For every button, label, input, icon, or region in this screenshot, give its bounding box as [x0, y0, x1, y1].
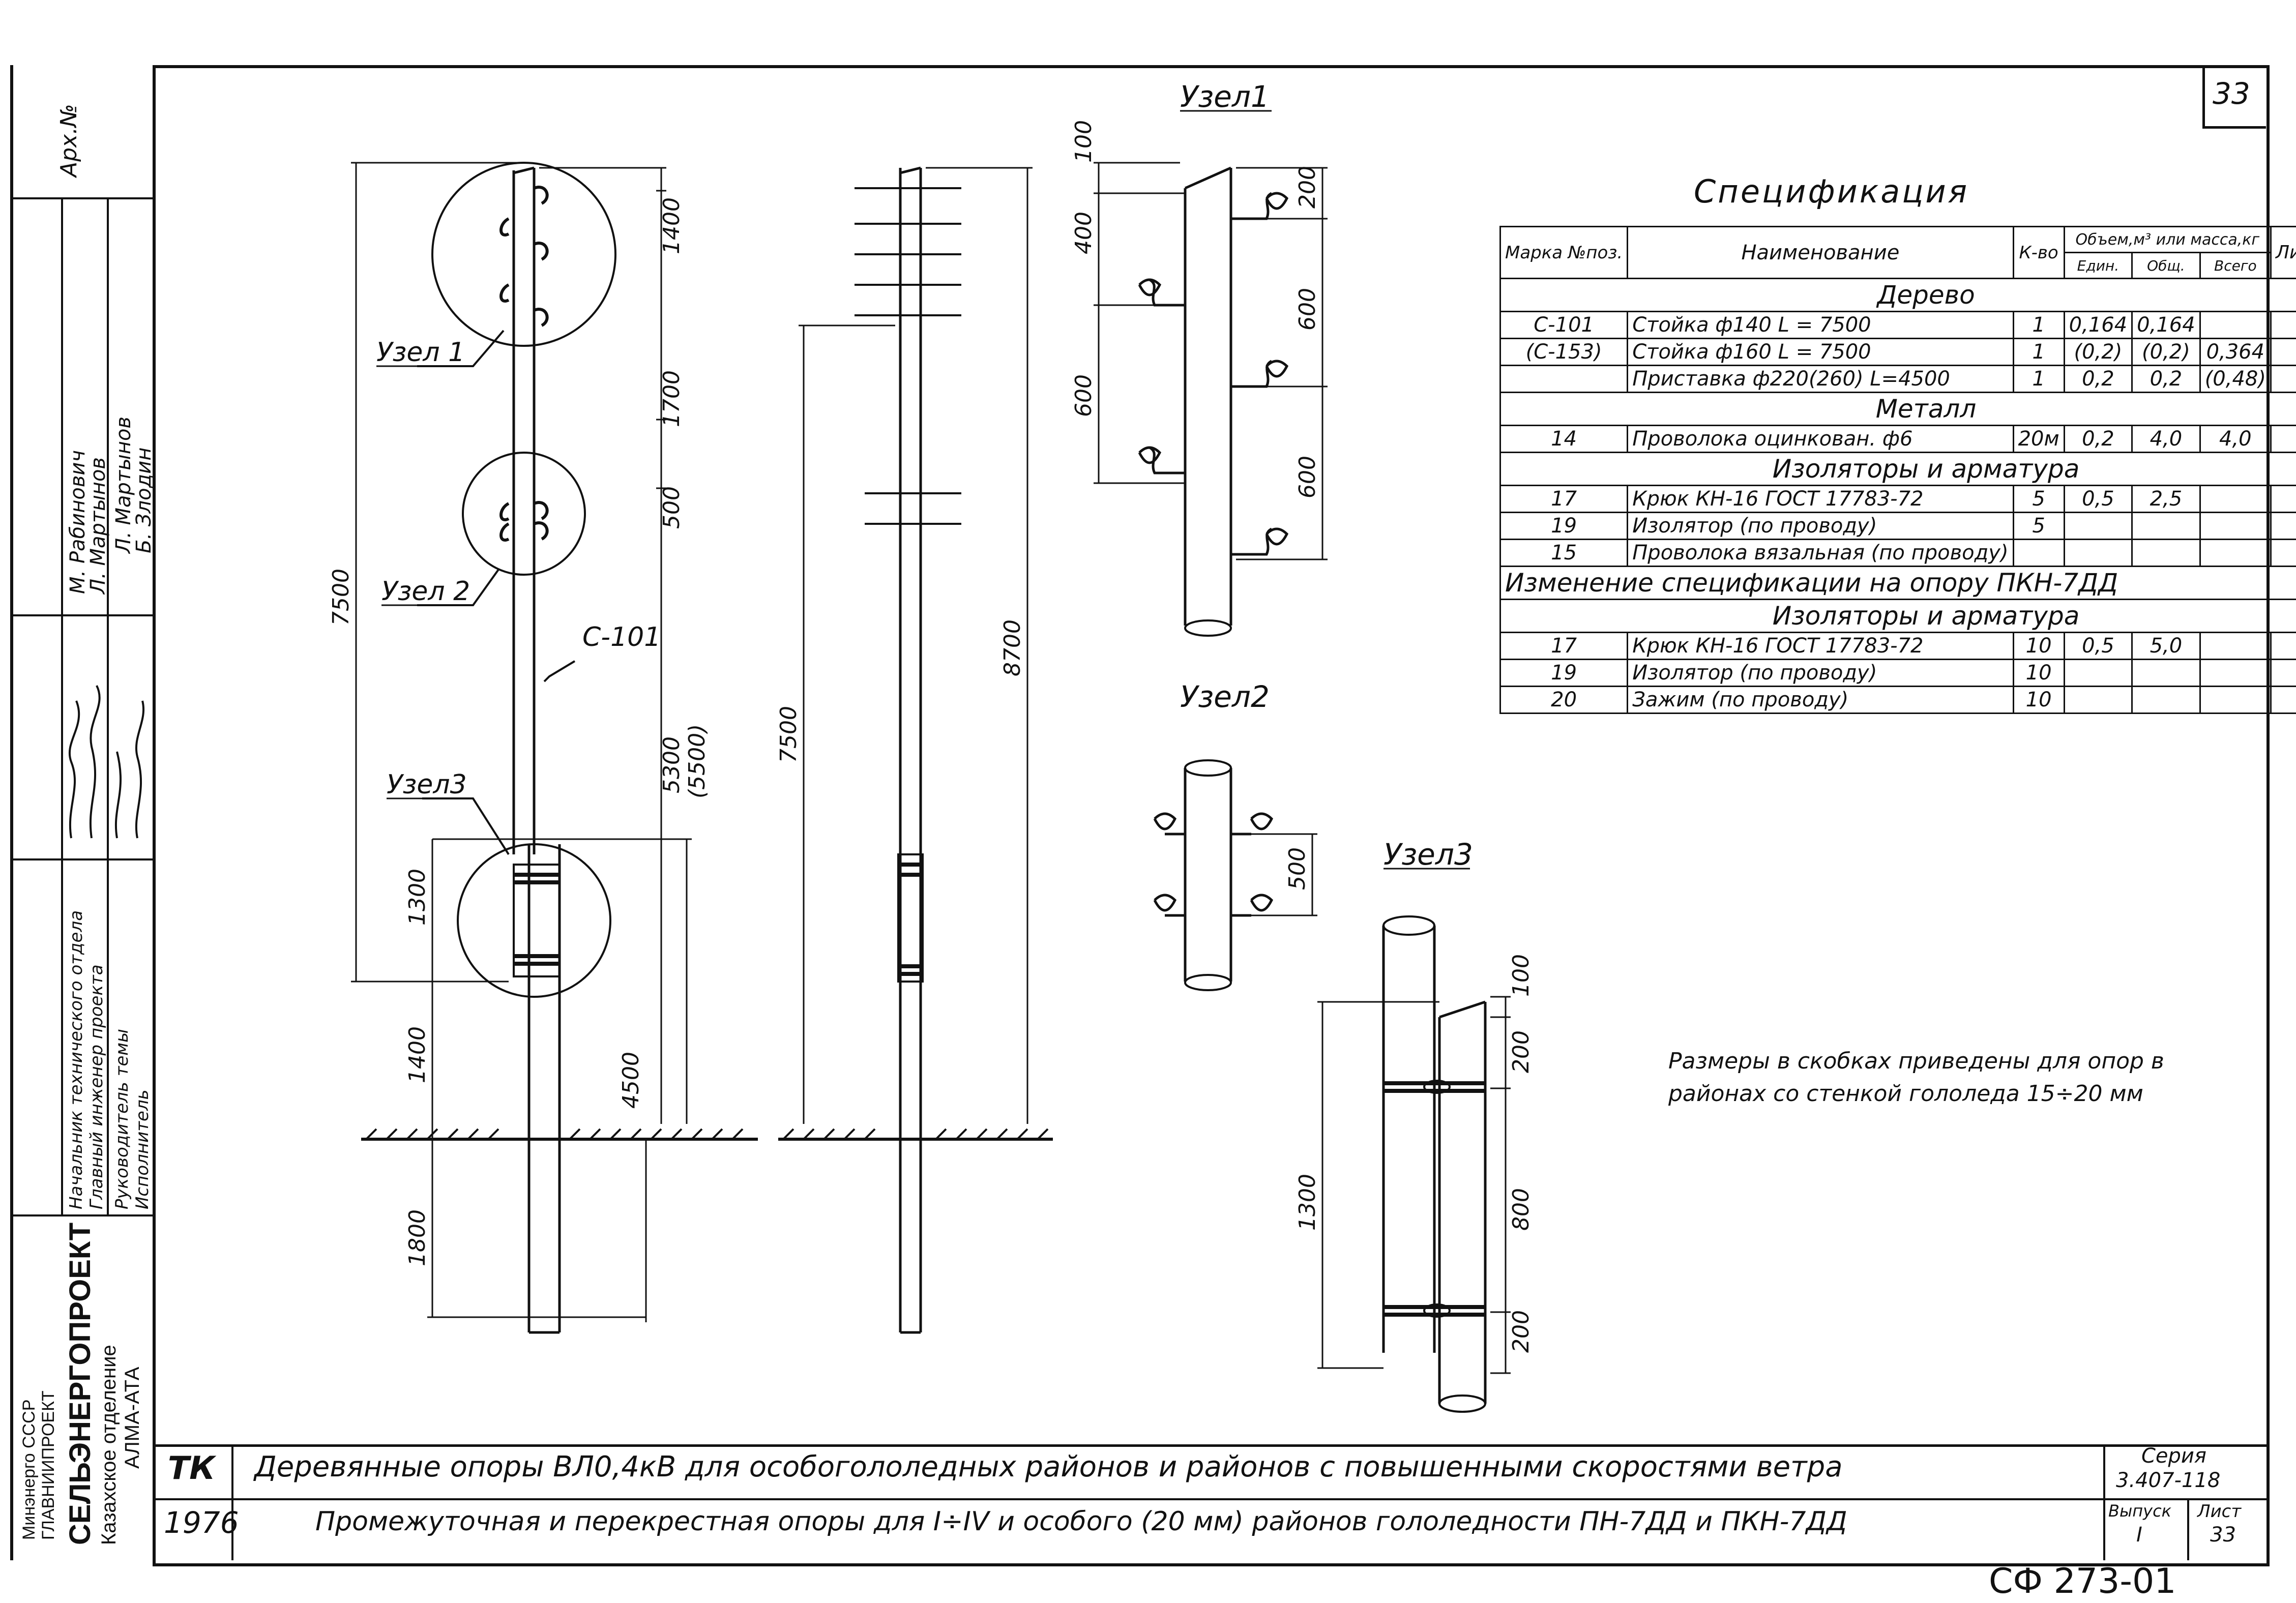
dim-100-node1: 100	[1071, 120, 1097, 163]
spec-section-metal: Металл	[1499, 392, 2296, 426]
dim-1400-top: 1400	[659, 197, 685, 254]
series-value: 3.407-118	[2116, 1469, 2221, 1492]
node2-label: Узел 2	[381, 576, 470, 607]
dim-4500: 4500	[618, 1052, 644, 1109]
title-line-1: Деревянные опоры ВЛ0,4кВ для особогололе…	[254, 1450, 1843, 1483]
left-pole-base	[527, 844, 561, 1334]
node2-title: Узел2	[1180, 679, 1270, 714]
dim-200-node3-top: 200	[1508, 1030, 1534, 1073]
col-name: Наименование	[1627, 226, 2014, 279]
dim-8700: 8700	[999, 619, 1025, 676]
drawing-frame	[153, 65, 2270, 1566]
dim-7500-left: 7500	[328, 569, 354, 626]
dim-5500: (5500)	[684, 724, 710, 798]
sheet-number: 33	[2213, 76, 2250, 111]
spec-table: Марка №поз. Наименование К-во Объем,м³ и…	[1499, 226, 2296, 714]
dim-100-node3: 100	[1508, 954, 1534, 997]
series-label: Серия	[2141, 1444, 2206, 1468]
node3-circle	[457, 843, 611, 998]
issue-value: I	[2136, 1523, 2142, 1547]
node3-pole-left	[1382, 926, 1436, 1353]
signatures	[68, 685, 145, 839]
c101-label: С-101	[582, 622, 661, 652]
dim-5300: 5300	[659, 736, 685, 793]
dim-1800: 1800	[404, 1209, 430, 1266]
dim-400: 400	[1071, 212, 1097, 254]
title-block-mid-line	[153, 1498, 2266, 1500]
dim-1400-bottom: 1400	[404, 1026, 430, 1083]
issue-label: Выпуск	[2108, 1501, 2171, 1521]
col-mark: Марка №поз.	[1499, 226, 1629, 279]
title-block-sheet-divider	[2187, 1498, 2189, 1560]
title-block-code-divider	[231, 1444, 233, 1560]
dim-600-node1-right-a: 600	[1294, 288, 1320, 331]
sheet-number-box	[2202, 65, 2266, 129]
col-unit: Един.	[2063, 252, 2133, 279]
dim-600-node1-right-b: 600	[1294, 456, 1320, 498]
title-block-series-divider	[2103, 1444, 2105, 1560]
col-qty: К-во	[2012, 226, 2065, 279]
dim-1300-left: 1300	[404, 869, 430, 926]
document-stamp: СФ 273-01	[1989, 1561, 2176, 1601]
col-volume: Объем,м³ или масса,кг	[2063, 226, 2272, 253]
col-sheet: Лист №	[2270, 226, 2296, 279]
node1-title: Узел1	[1180, 79, 1270, 114]
col-total2: Всего	[2199, 252, 2272, 279]
dim-600-node1-left: 600	[1071, 374, 1097, 417]
node1-label: Узел 1	[376, 337, 465, 368]
dimension-note: Размеры в скобках приведены для опор в р…	[1668, 1048, 2164, 1107]
spec-section-insulators: Изоляторы и арматура	[1499, 452, 2296, 486]
sheet-value: 33	[2210, 1523, 2236, 1547]
dim-200-node1: 200	[1294, 166, 1320, 209]
col-total1: Общ.	[2131, 252, 2201, 279]
node2-circle	[462, 452, 586, 576]
title-year: 1976	[164, 1505, 239, 1540]
spec-section-wood: Дерево	[1499, 278, 2296, 312]
dim-500-node2: 500	[1284, 847, 1310, 890]
dim-500-left: 500	[659, 486, 685, 529]
left-margin-line	[10, 65, 13, 1560]
node3-pole-right	[1438, 1000, 1487, 1404]
spec-change-heading: Изменение спецификации на опору ПКН-7ДД	[1499, 566, 2296, 600]
node2-pole	[1184, 768, 1232, 982]
sheet-label: Лист	[2197, 1501, 2242, 1522]
spec-section-insulators-2: Изоляторы и арматура	[1499, 599, 2296, 633]
node1-pole	[1184, 166, 1232, 626]
left-pole-top	[513, 166, 535, 174]
title-block	[153, 1444, 2266, 1563]
sidebar: Арх.№ М. Рабинович Л. Мартынов Л. Мартын…	[10, 65, 156, 1560]
middle-pole	[899, 166, 922, 1334]
dim-1700: 1700	[659, 370, 685, 427]
spec-title: Спецификация	[1694, 173, 1969, 210]
node1-circle	[431, 162, 616, 347]
dim-1300-node3: 1300	[1294, 1174, 1320, 1231]
dim-7500-middle: 7500	[776, 706, 802, 763]
dim-800: 800	[1508, 1188, 1534, 1231]
node3-title: Узел3	[1384, 837, 1473, 872]
dim-200-node3-bottom: 200	[1508, 1310, 1534, 1353]
title-line-2: Промежуточная и перекрестная опоры для I…	[315, 1506, 1847, 1537]
title-code: ТК	[168, 1449, 215, 1487]
left-pole-upper	[512, 168, 536, 854]
node3-label: Узел3	[387, 769, 467, 800]
